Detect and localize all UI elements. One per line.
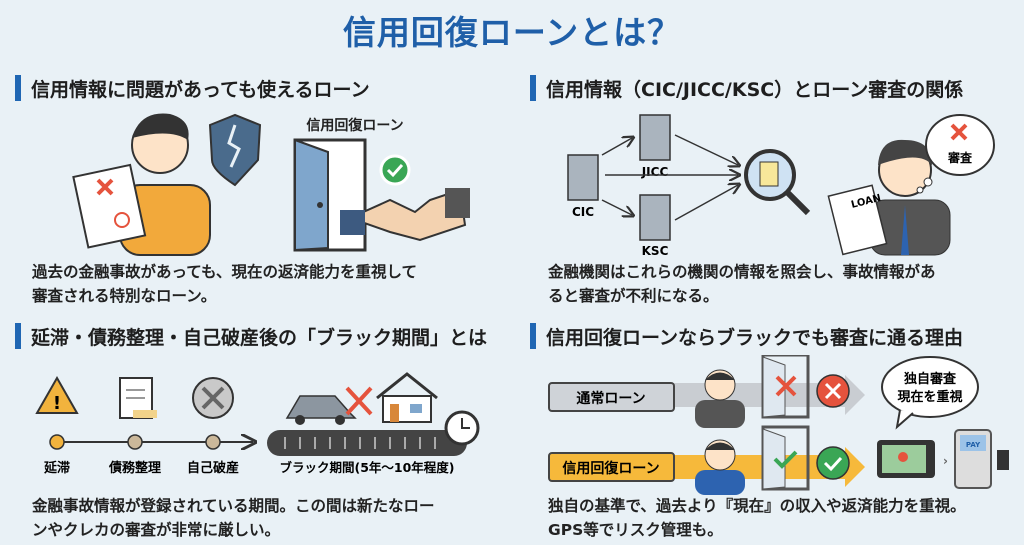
handshake-icon [340, 188, 470, 242]
worried-person-icon [72, 113, 211, 256]
recovery-loan-label: 信用回復ローン [562, 460, 659, 477]
svg-text:›: › [943, 454, 948, 468]
smiling-person-icon [695, 439, 745, 495]
door-closed-icon [761, 355, 810, 419]
description-line: 過去の金融事故があっても、現在の返済能力を重視して [32, 263, 418, 281]
section-description: 独自の基準で、過去より『現在』の収入や返済能力を重視。 GPS等でリスク管理も。 [548, 494, 966, 542]
warning-icon: ! [35, 375, 79, 414]
section-why-approved: 信用回復ローンならブラックでも審査に通る理由 [530, 322, 1024, 350]
bubble-line: 現在を重視 [897, 389, 962, 405]
ng-circle-icon [816, 374, 850, 408]
broken-shield-icon [208, 113, 262, 187]
section-description: 過去の金融事故があっても、現在の返済能力を重視して 審査される特別なローン。 [32, 260, 417, 308]
house-icon [376, 372, 438, 423]
step-label: 延滞 [43, 460, 70, 476]
black-period-timeline: ! 延滞 債務整理 自己破産 ブラック期間(5年～10年程度) [35, 372, 480, 476]
agency-label-ksc: KSC [642, 244, 669, 258]
arrow-yellow [625, 447, 865, 487]
period-bar [267, 430, 467, 456]
credit-loan-illustration: 信用回復ローン [72, 113, 470, 256]
section-credit-agencies: 信用情報（CIC/JICC/KSC）とローン審査の関係 [530, 74, 1024, 102]
description-line: ると審査が不利になる。 [548, 287, 719, 305]
payment-terminal-icon [954, 429, 1009, 489]
clock-icon [444, 410, 480, 446]
building-icon-jicc [639, 114, 671, 161]
agencies-illustration: CIC JICC KSC LOAN 審査 [567, 114, 995, 258]
normal-loan-box [548, 382, 675, 412]
heading-bar [15, 75, 21, 101]
building-icon-cic [567, 154, 599, 201]
section-heading: 延滞・債務整理・自己破産後の「ブラック期間」とは [31, 326, 488, 349]
x-icon [775, 375, 797, 397]
pay-label: PAY [966, 441, 981, 449]
agency-label-jicc: JICC [641, 165, 669, 179]
agency-label-cic: CIC [572, 205, 594, 219]
magnifier-icon [744, 149, 811, 216]
loan-comparison-illustration: 通常ローン 信用回復ローン 独自審査 現在を重視 › PAY [548, 355, 1009, 495]
frowning-person-icon [695, 369, 745, 428]
ok-circle-icon [816, 446, 850, 480]
period-label: ブラック期間(5年～10年程度) [279, 460, 454, 475]
thought-bubble [916, 114, 995, 194]
step-label: 債務整理 [108, 460, 161, 476]
section-heading: 信用情報（CIC/JICC/KSC）とローン審査の関係 [546, 78, 964, 101]
x-icon [950, 123, 968, 141]
step-dot [49, 434, 65, 450]
description-line: 独自の基準で、過去より『現在』の収入や返済能力を重視。 [548, 497, 966, 515]
door-open-icon [761, 425, 810, 491]
description-line: 金融機関はこれらの機関の情報を照会し、事故情報があ [548, 263, 936, 281]
check-icon [379, 154, 411, 186]
document-icon [119, 377, 157, 419]
section-heading: 信用回復ローンならブラックでも審査に通る理由 [546, 326, 964, 349]
arrow-gray [625, 375, 865, 415]
section-credit-loan: 信用情報に問題があっても使えるローン [15, 74, 515, 102]
description-line: 金融事故情報が登録されている期間。この間は新たなロー [32, 497, 435, 515]
description-line: 審査される特別なローン。 [32, 287, 217, 305]
x-icon [345, 386, 373, 416]
heading-bar [15, 323, 21, 349]
arrows [601, 134, 738, 221]
car-icon [285, 395, 357, 425]
thought-label: 審査 [947, 150, 973, 165]
step-label: 自己破産 [187, 460, 239, 476]
section-description: 金融事故情報が登録されている期間。この間は新たなロー ンやクレカの審査が非常に厳… [32, 494, 435, 542]
heading-bar [530, 75, 536, 101]
gps-device-icon [877, 440, 935, 478]
normal-loan-label: 通常ローン [576, 390, 645, 407]
building-icon-ksc [639, 194, 671, 241]
check-icon [773, 450, 798, 469]
section-description: 金融機関はこれらの機関の情報を照会し、事故情報があ ると審査が不利になる。 [548, 260, 936, 308]
speech-bubble [881, 356, 979, 430]
description-line: GPS等でリスク管理も。 [548, 521, 723, 539]
illus-label: 信用回復ローン [306, 117, 403, 134]
page-title: 信用回復ローンとは？ [342, 13, 682, 52]
bubble-line: 独自審査 [904, 371, 957, 387]
step-dot [127, 434, 143, 450]
examiner-person-icon [827, 139, 951, 256]
recovery-loan-box [548, 452, 675, 482]
section-heading: 信用情報に問題があっても使えるローン [31, 78, 370, 101]
svg-text:!: ! [53, 393, 61, 414]
step-dot [205, 434, 221, 450]
cancel-circle-icon [192, 377, 234, 419]
section-black-period: 延滞・債務整理・自己破産後の「ブラック期間」とは [15, 322, 515, 350]
heading-bar [530, 323, 536, 349]
description-line: ンやクレカの審査が非常に厳しい。 [32, 521, 281, 539]
